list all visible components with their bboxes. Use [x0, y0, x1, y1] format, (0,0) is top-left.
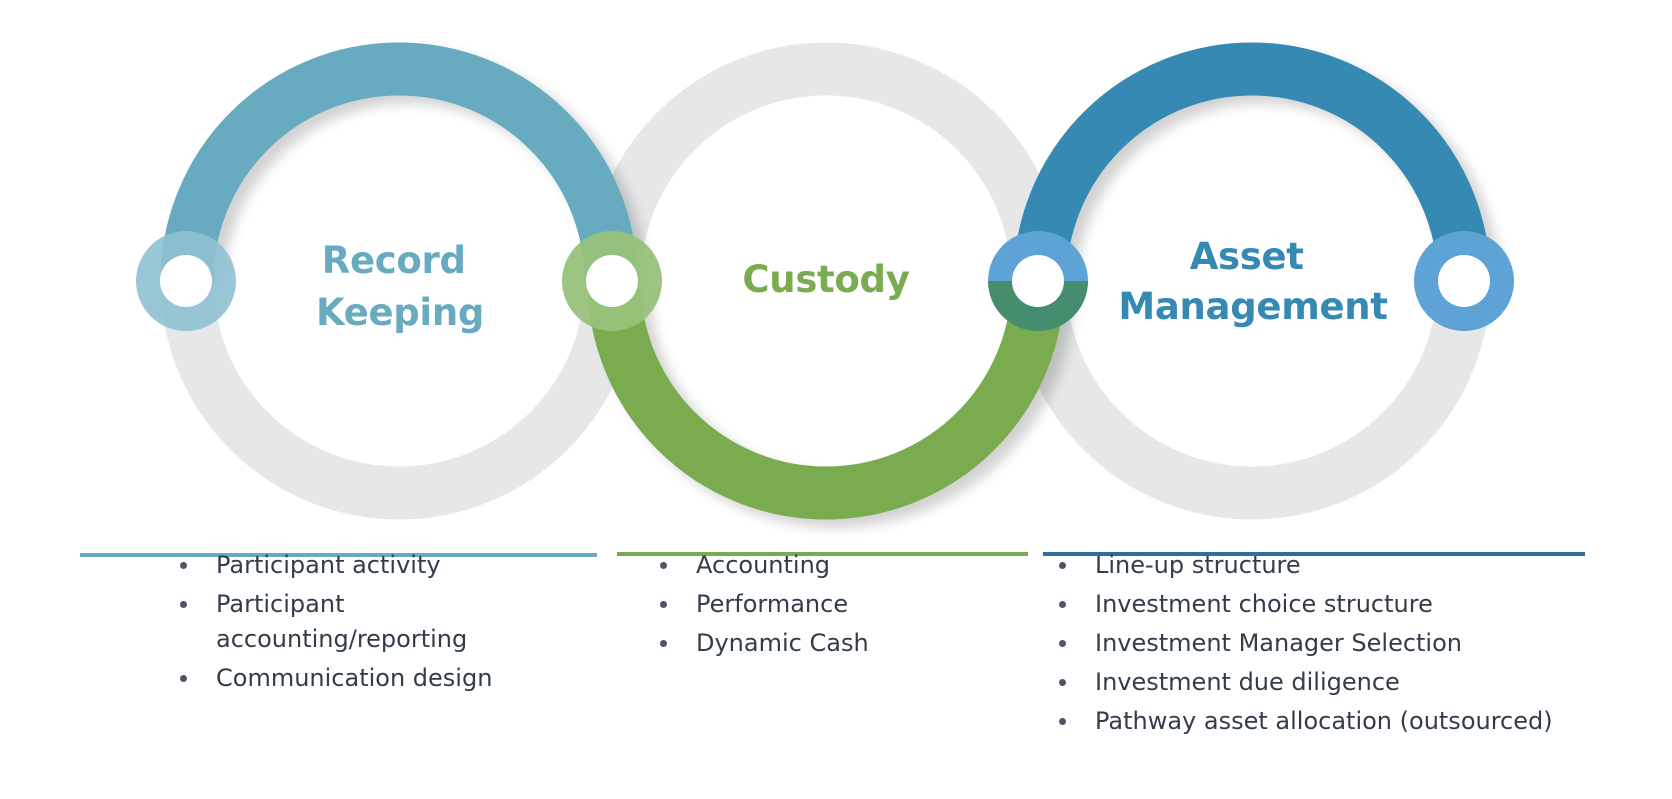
list-custody: Accounting Performance Dynamic Cash [658, 548, 1028, 665]
arc-custody [587, 280, 1065, 520]
list-item: Line-up structure [1057, 548, 1617, 583]
list-item: Communication design [178, 661, 598, 696]
list-item: Performance [658, 587, 1028, 622]
list-item-line: accounting/reporting [216, 625, 468, 653]
list-item-line: Participant [216, 590, 345, 618]
list-item: Participant activity [178, 548, 598, 583]
list-item: Investment Manager Selection [1057, 626, 1617, 661]
list-record-keeping: Participant activity Participant account… [178, 548, 598, 700]
list-item: Dynamic Cash [658, 626, 1028, 661]
list-item: Pathway asset allocation (outsourced) [1057, 704, 1617, 739]
node-right-inner [1438, 255, 1490, 307]
list-item: Participant accounting/reporting [178, 587, 598, 657]
junction-nodes [136, 231, 1514, 331]
title-asset-management-line2: Management [1118, 285, 1387, 328]
arc-asset-management [1013, 42, 1491, 282]
title-asset-management-line1: Asset [1190, 235, 1304, 278]
title-record-keeping: Record Keeping [316, 239, 484, 334]
title-asset-management: Asset Management [1118, 235, 1387, 328]
title-record-keeping-line2: Keeping [316, 291, 484, 334]
list-item: Accounting [658, 548, 1028, 583]
node-record-custody-inner [586, 255, 638, 307]
title-record-keeping-line1: Record [322, 239, 466, 282]
list-asset-management: Line-up structure Investment choice stru… [1057, 548, 1617, 743]
list-item: Investment choice structure [1057, 587, 1617, 622]
node-left-inner [160, 255, 212, 307]
node-custody-asset-inner [1012, 255, 1064, 307]
colored-arcs [160, 42, 1491, 520]
title-custody: Custody [742, 258, 909, 301]
list-item: Investment due diligence [1057, 665, 1617, 700]
arc-record-keeping [160, 42, 638, 282]
